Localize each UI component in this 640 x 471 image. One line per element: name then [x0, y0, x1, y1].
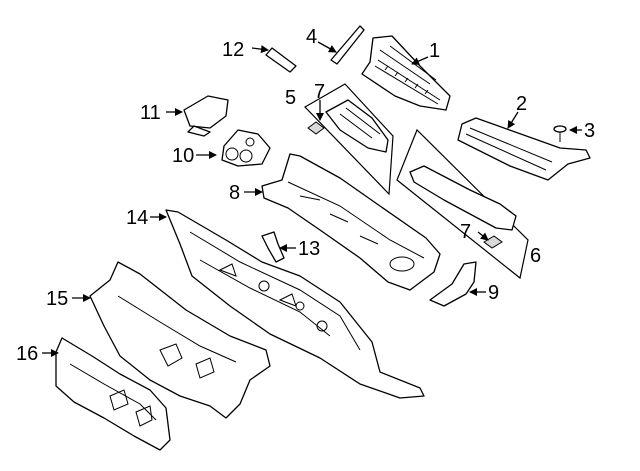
- leader-7b: [477, 231, 489, 241]
- callout-16: 16: [16, 343, 38, 365]
- callout-2: 2: [516, 93, 527, 115]
- callout-14: 14: [126, 207, 148, 229]
- part-9-side-bracket[interactable]: [429, 261, 477, 307]
- part-4-weatherstrip[interactable]: [330, 25, 365, 65]
- group-frame-5: [304, 83, 394, 196]
- callout-12: 12: [222, 39, 244, 61]
- part-10-housing[interactable]: [221, 129, 271, 167]
- callout-7-lower: 7: [460, 221, 471, 243]
- part-6-seal[interactable]: [409, 165, 517, 231]
- callout-3: 3: [584, 120, 595, 142]
- part-1-cowl-grille[interactable]: [361, 35, 451, 111]
- leader-1: [411, 56, 429, 65]
- callout-15: 15: [46, 288, 68, 310]
- part-7-clip-lower[interactable]: [483, 235, 503, 249]
- callout-6: 6: [530, 245, 541, 267]
- part-15-insulator[interactable]: [89, 261, 271, 419]
- part-3-push-pin[interactable]: [553, 125, 567, 142]
- part-2-cowl-grille-right[interactable]: [457, 117, 591, 181]
- part-14-dash-panel[interactable]: [165, 209, 425, 399]
- leader-12: [251, 45, 269, 54]
- callout-8: 8: [229, 182, 240, 204]
- callout-9: 9: [488, 282, 499, 304]
- callout-11: 11: [140, 102, 161, 124]
- group-frame-6: [396, 128, 529, 280]
- callout-1: 1: [429, 40, 440, 62]
- part-16-lower-insulator[interactable]: [55, 337, 171, 451]
- part-5-cowl-extension[interactable]: [325, 99, 389, 153]
- callout-7-upper: 7: [314, 81, 325, 103]
- part-13-hose[interactable]: [261, 231, 285, 263]
- callout-10: 10: [172, 145, 194, 167]
- callout-13: 13: [298, 238, 320, 260]
- part-8-cowl-panel[interactable]: [261, 153, 441, 291]
- callout-4: 4: [306, 26, 317, 48]
- callout-5: 5: [285, 87, 296, 109]
- part-7-clip-upper[interactable]: [307, 121, 325, 135]
- part-11-bracket[interactable]: [183, 95, 229, 137]
- leader-4: [317, 41, 337, 53]
- part-12-strip[interactable]: [265, 47, 297, 73]
- leader-2: [507, 111, 519, 129]
